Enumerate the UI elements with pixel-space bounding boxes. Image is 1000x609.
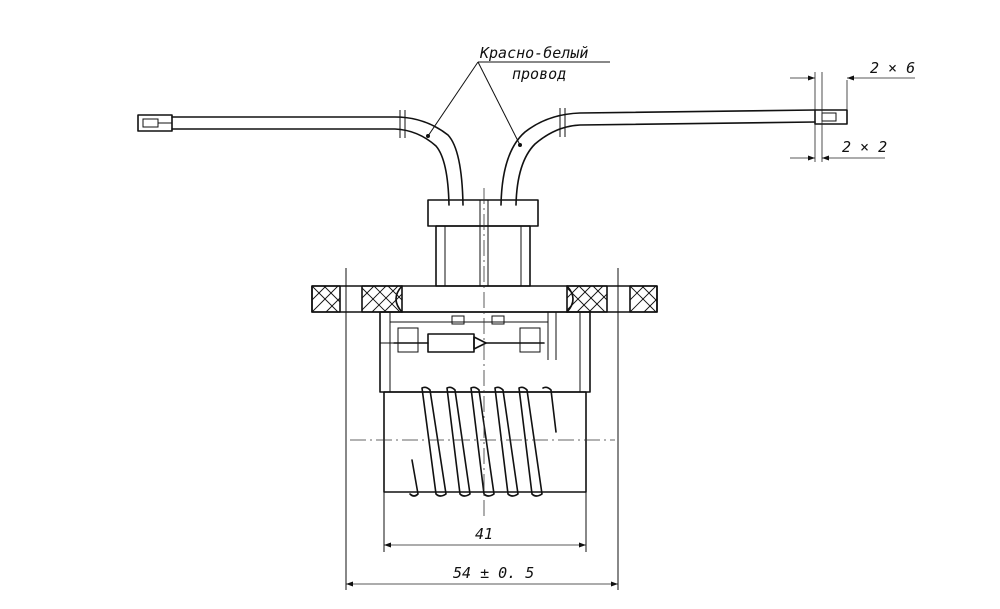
left-wire (171, 110, 464, 206)
coil-windings (409, 386, 557, 497)
dimension-terminal-gap: 2 × 2 (842, 138, 887, 156)
resistor-component (380, 333, 545, 353)
connector-head (427, 199, 539, 287)
dimension-body-width: 41 (475, 525, 493, 543)
coil-body (383, 386, 587, 497)
dimension-flange-width: 54 ± 0. 5 (453, 564, 534, 582)
body-dimension-lines (346, 492, 618, 587)
flange-left-hatch (311, 285, 403, 313)
flange-right-hatch (566, 285, 658, 313)
wire-label-leaders (426, 61, 610, 147)
terminal-dimension-lines (790, 72, 915, 162)
right-terminal (814, 109, 848, 125)
wire-label-line1: Красно-белый (479, 44, 588, 62)
centerlines (350, 188, 615, 520)
left-terminal (137, 114, 173, 132)
wire-label-line2: провод (512, 65, 566, 83)
dimension-terminal-width: 2 × 6 (870, 59, 915, 77)
right-wire (500, 108, 816, 206)
housing (379, 311, 591, 393)
